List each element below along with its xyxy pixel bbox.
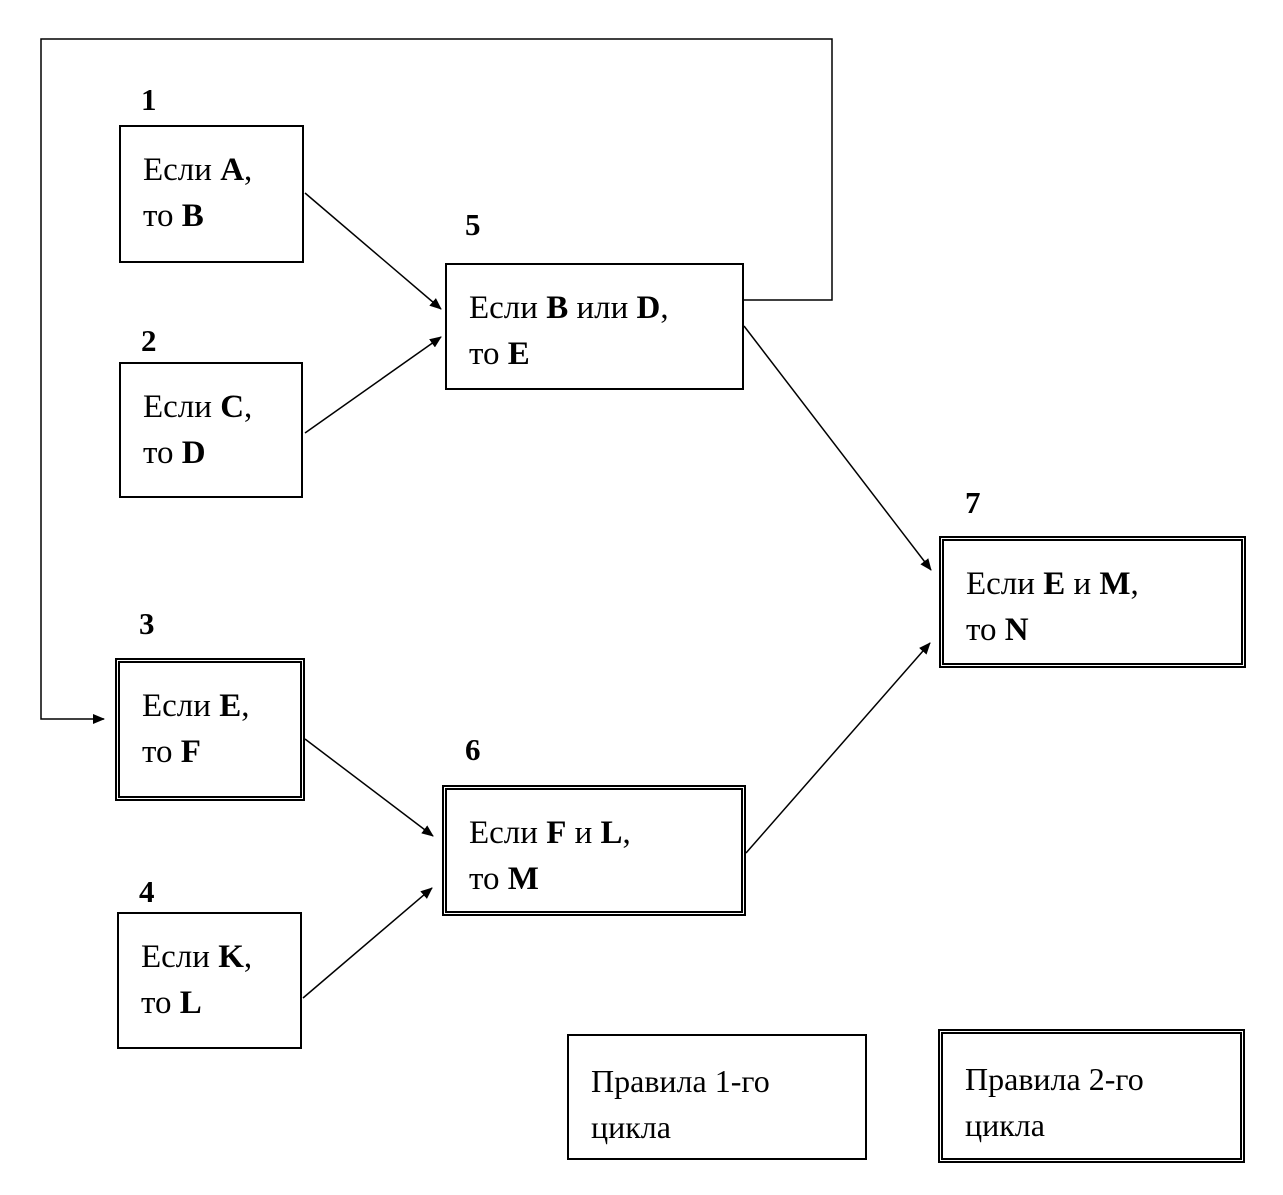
then-word: то <box>469 861 500 897</box>
rule-number-label: 7 <box>965 485 981 520</box>
if-word: Если <box>966 566 1035 602</box>
then-word: то <box>142 734 173 770</box>
result-var: B <box>181 198 204 234</box>
condition-var: F <box>546 815 567 851</box>
legend-label: Правила 1-го <box>591 1063 770 1099</box>
legend-label: Правила 2-го <box>965 1061 1144 1097</box>
operator-word: и <box>574 815 593 851</box>
then-word: то <box>143 435 174 471</box>
if-word: Если <box>142 688 211 724</box>
rule-number-label: 6 <box>465 732 481 767</box>
then-word: то <box>141 985 172 1021</box>
operator-word: или <box>576 290 629 326</box>
rule-number-label: 5 <box>465 207 481 242</box>
condition-var: E <box>219 688 242 724</box>
then-word: то <box>966 612 997 648</box>
rule-number-label: 1 <box>141 82 157 117</box>
condition-var: K <box>218 939 244 975</box>
if-word: Если <box>143 152 212 188</box>
rule-number-label: 4 <box>139 874 155 909</box>
legend-label: цикла <box>965 1107 1045 1143</box>
rule-box-2: Если C, то D <box>119 362 303 498</box>
if-word: Если <box>469 815 538 851</box>
condition-var: L <box>600 815 623 851</box>
rule-box-3: Если E, то F <box>115 658 305 801</box>
arrow-4-to-6 <box>302 887 433 999</box>
rule-number-label: 2 <box>141 323 157 358</box>
if-word: Если <box>143 389 212 425</box>
operator-word: и <box>1073 566 1092 602</box>
result-var: L <box>179 985 202 1021</box>
rule-box-1: Если A, то B <box>119 125 304 263</box>
result-var: D <box>181 435 206 471</box>
condition-var: B <box>546 290 569 326</box>
arrow-5-to-3-feedback <box>40 38 833 724</box>
arrow-5-to-7 <box>743 325 932 571</box>
then-word: то <box>469 336 500 372</box>
rule-box-4: Если K, то L <box>117 912 302 1049</box>
rule-number-label: 3 <box>139 606 155 641</box>
arrow-3-to-6 <box>304 738 434 837</box>
condition-var: D <box>636 290 661 326</box>
if-word: Если <box>469 290 538 326</box>
rule-box-7: Если E и M, то N <box>939 536 1246 668</box>
if-word: Если <box>141 939 210 975</box>
legend-cycle-2: Правила 2-го цикла <box>938 1029 1245 1163</box>
then-word: то <box>143 198 174 234</box>
arrow-1-to-5 <box>304 192 442 310</box>
result-var: E <box>507 336 530 372</box>
result-var: M <box>507 861 539 897</box>
rule-box-6: Если F и L, то M <box>442 785 746 916</box>
arrow-2-to-5 <box>304 336 442 434</box>
condition-var: E <box>1043 566 1066 602</box>
legend-cycle-1: Правила 1-го цикла <box>567 1034 867 1160</box>
result-var: N <box>1004 612 1029 648</box>
rule-box-5: Если B или D, то E <box>445 263 744 390</box>
legend-label: цикла <box>591 1109 671 1145</box>
condition-var: A <box>220 152 245 188</box>
arrow-6-to-7 <box>745 642 931 854</box>
condition-var: C <box>220 389 245 425</box>
condition-var: M <box>1099 566 1131 602</box>
result-var: F <box>180 734 201 770</box>
